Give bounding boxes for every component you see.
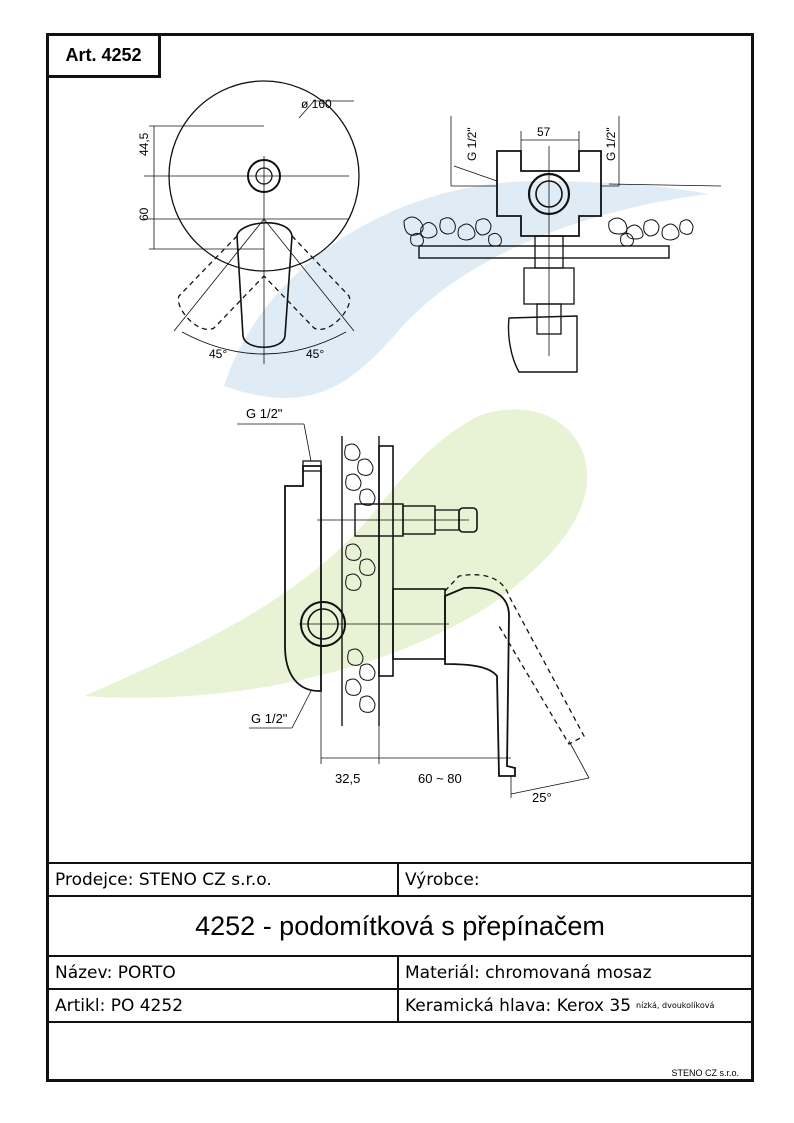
footer-company: STENO CZ s.r.o. [671,1068,739,1078]
article-cell: Artikl: PO 4252 [55,995,184,1016]
dim-57: 57 [537,125,551,139]
side-lever [444,586,516,777]
dim-diameter: ø 160 [301,97,332,111]
thread-side-top: G 1/2" [246,406,283,421]
name-cell: Název: PORTO [55,962,176,983]
dim-60: 60 [137,207,151,221]
top-body [496,150,602,237]
cartridge-cell: Keramická hlava: Kerox 35 nízká, dvoukol… [397,990,751,1021]
product-title: 4252 - podomítková s přepínačem [195,910,605,941]
thread-top-left: G 1/2" [465,127,479,161]
seller-cell: Prodejce: STENO CZ s.r.o. [55,869,272,890]
article-number-box: Art. 4252 [49,36,161,78]
info-row-title: 4252 - podomítková s přepínačem [49,895,751,955]
watermark-leaf-green [84,409,588,698]
thread-top-right: G 1/2" [604,127,618,161]
cartridge-note: nízká, dvoukolíková [636,1001,715,1010]
material-cell: Materiál: chromovaná mosaz [397,957,751,988]
dim-32-5: 32,5 [335,771,360,786]
angle-25: 25° [532,790,552,805]
cartridge-label: Keramická hlava: Kerox 35 [405,995,632,1016]
side-body [284,465,322,692]
info-row-footer: STENO CZ s.r.o. [49,1021,751,1082]
technical-drawing: ø 160 44,5 60 45° 45° G 1/2" G 1/2" 57 G… [84,80,722,805]
info-row-name: Název: PORTO Materiál: chromovaná mosaz [49,955,751,988]
front-lever [236,222,293,348]
info-row-seller: Prodejce: STENO CZ s.r.o. Výrobce: [49,862,751,895]
producer-cell: Výrobce: [397,864,751,895]
dim-44-5: 44,5 [137,132,151,156]
angle-left: 45° [209,347,227,361]
info-row-article: Artikl: PO 4252 Keramická hlava: Kerox 3… [49,988,751,1021]
info-table: Prodejce: STENO CZ s.r.o. Výrobce: 4252 … [49,862,751,1082]
drawing-sheet: ø 160 44,5 60 45° 45° G 1/2" G 1/2" 57 G… [46,33,754,1082]
thread-side-bottom: G 1/2" [251,711,288,726]
dim-60-80: 60 ~ 80 [418,771,462,786]
watermark-leaf-blue [224,181,709,398]
angle-right: 45° [306,347,324,361]
